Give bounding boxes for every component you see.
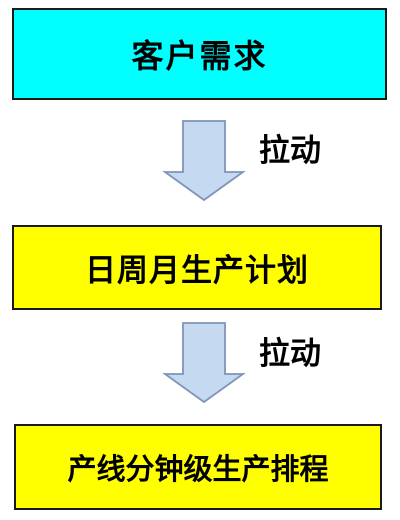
down-arrow-icon xyxy=(162,322,246,404)
step-box-line-scheduling: 产线分钟级生产排程 xyxy=(14,424,382,510)
arrow-shape xyxy=(162,120,246,202)
step-box-customer-demand: 客户需求 xyxy=(12,8,387,100)
arrow-label: 拉动 xyxy=(259,133,321,169)
step-box-production-plan: 日周月生产计划 xyxy=(12,225,382,310)
step-label: 日周月生产计划 xyxy=(85,253,309,289)
arrow-shape xyxy=(162,322,246,404)
step-label: 产线分钟级生产排程 xyxy=(67,452,329,486)
arrow-label: 拉动 xyxy=(259,336,321,372)
step-label: 客户需求 xyxy=(131,37,268,75)
down-arrow-icon xyxy=(162,120,246,202)
